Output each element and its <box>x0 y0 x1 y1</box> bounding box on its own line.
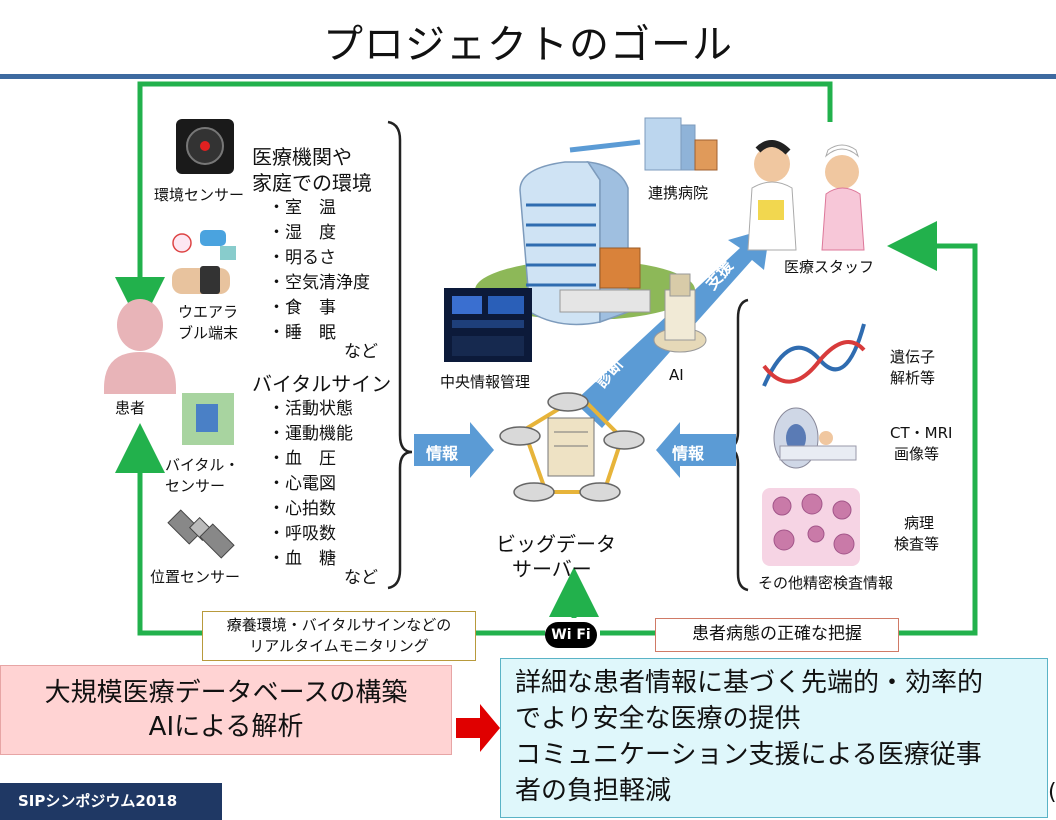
vital-sensor-icon <box>182 393 234 445</box>
database-ai-box: 大規模医療データベースの構築 AIによる解析 <box>0 665 452 755</box>
vital-sensor-label-line1: バイタル・ <box>165 456 240 474</box>
position-sensor-label: 位置センサー <box>150 568 241 586</box>
ai-label: AI <box>669 366 684 384</box>
wearable-label-line2: ブル端末 <box>178 324 239 342</box>
environment-sensor-icon <box>176 119 234 174</box>
server-label-line2: サーバー <box>512 557 592 581</box>
outcome-box: 詳細な患者情報に基づく先端的・効率的 でより安全な医療の提供 コミュニケーション… <box>500 658 1048 818</box>
env-heading-line2: 家庭での環境 <box>252 171 372 195</box>
vital-item: ・活動状態 <box>268 399 353 419</box>
vital-item: ・心電図 <box>268 474 336 494</box>
gene-label-line2: 解析等 <box>890 369 936 387</box>
env-item: ・食 事 <box>268 298 336 318</box>
env-item: ・睡 眠 <box>268 323 336 343</box>
monitoring-box: 療養環境・バイタルサインなどの リアルタイムモニタリング <box>202 611 476 661</box>
other-tests-label: その他精密検査情報 <box>758 574 894 592</box>
medical-staff-label: 医療スタッフ <box>784 258 875 276</box>
env-item: ・室 温 <box>268 198 336 218</box>
env-heading-line1: 医療機関や <box>252 145 352 169</box>
partner-hospital-icon <box>569 117 718 171</box>
wearable-label-line1: ウエアラ <box>178 303 239 321</box>
database-ai-line1: 大規模医療データベースの構築 <box>44 678 408 708</box>
wearable-icon <box>172 230 236 294</box>
outcome-line4: 者の負担軽減 <box>515 776 672 806</box>
env-etc: など <box>344 342 378 362</box>
satellite-icon <box>167 509 235 559</box>
vital-heading: バイタルサイン <box>252 372 392 396</box>
database-ai-line2: AIによる解析 <box>148 712 304 742</box>
pathology-cells-icon <box>762 488 860 566</box>
accurate-grasp-box: 患者病態の正確な把握 <box>655 618 899 652</box>
page-title: プロジェクトのゴール <box>323 22 733 68</box>
page-number: ( <box>1048 780 1056 805</box>
patient-icon <box>104 299 176 394</box>
big-data-server-icon <box>499 392 645 502</box>
title-divider <box>0 74 1056 79</box>
pathology-label-line1: 病理 <box>904 514 935 532</box>
environment-sensor-label: 環境センサー <box>154 186 245 204</box>
ct-label-line1: CT・MRI <box>890 424 953 442</box>
left-bracket <box>387 120 413 590</box>
outcome-line3: コミュニケーション支援による医療従事 <box>515 740 982 770</box>
ct-label-line2: 画像等 <box>894 445 940 463</box>
vital-item: ・運動機能 <box>268 424 353 444</box>
vital-etc: など <box>344 568 378 588</box>
footer-symposium-label: SIPシンポジウム2018 <box>0 783 222 820</box>
server-label-line1: ビッグデータ <box>496 532 616 556</box>
control-room-image <box>444 288 532 362</box>
monitoring-line2: リアルタイムモニタリング <box>249 637 429 655</box>
central-management-label: 中央情報管理 <box>440 373 531 391</box>
env-item: ・湿 度 <box>268 223 336 243</box>
gene-label-line1: 遺伝子 <box>890 348 936 366</box>
ct-mri-icon <box>773 407 857 469</box>
env-item: ・空気清浄度 <box>268 273 370 293</box>
env-item: ・明るさ <box>268 248 336 268</box>
pathology-label-line2: 検査等 <box>894 535 940 553</box>
vital-item: ・血 糖 <box>268 549 336 569</box>
monitoring-line1: 療養環境・バイタルサインなどの <box>226 616 452 634</box>
vital-item: ・心拍数 <box>268 499 336 519</box>
patient-label: 患者 <box>115 399 146 417</box>
vital-item: ・血 圧 <box>268 449 336 469</box>
outcome-line1: 詳細な患者情報に基づく先端的・効率的 <box>515 668 984 698</box>
outcome-line2: でより安全な医療の提供 <box>515 704 801 734</box>
info-right-arrow <box>656 422 736 478</box>
vital-item: ・呼吸数 <box>268 524 336 544</box>
vital-sensor-label-line2: センサー <box>165 477 226 495</box>
info-left-arrow <box>414 422 494 478</box>
info-left-label: 情報 <box>426 444 459 463</box>
partner-hospital-label: 連携病院 <box>648 184 709 202</box>
info-right-label: 情報 <box>672 444 705 463</box>
red-arrow <box>456 704 500 752</box>
dna-icon <box>762 323 866 387</box>
ai-tower-icon <box>653 273 707 353</box>
medical-staff-icon <box>747 140 865 251</box>
wifi-icon: Wi Fi <box>545 622 597 648</box>
